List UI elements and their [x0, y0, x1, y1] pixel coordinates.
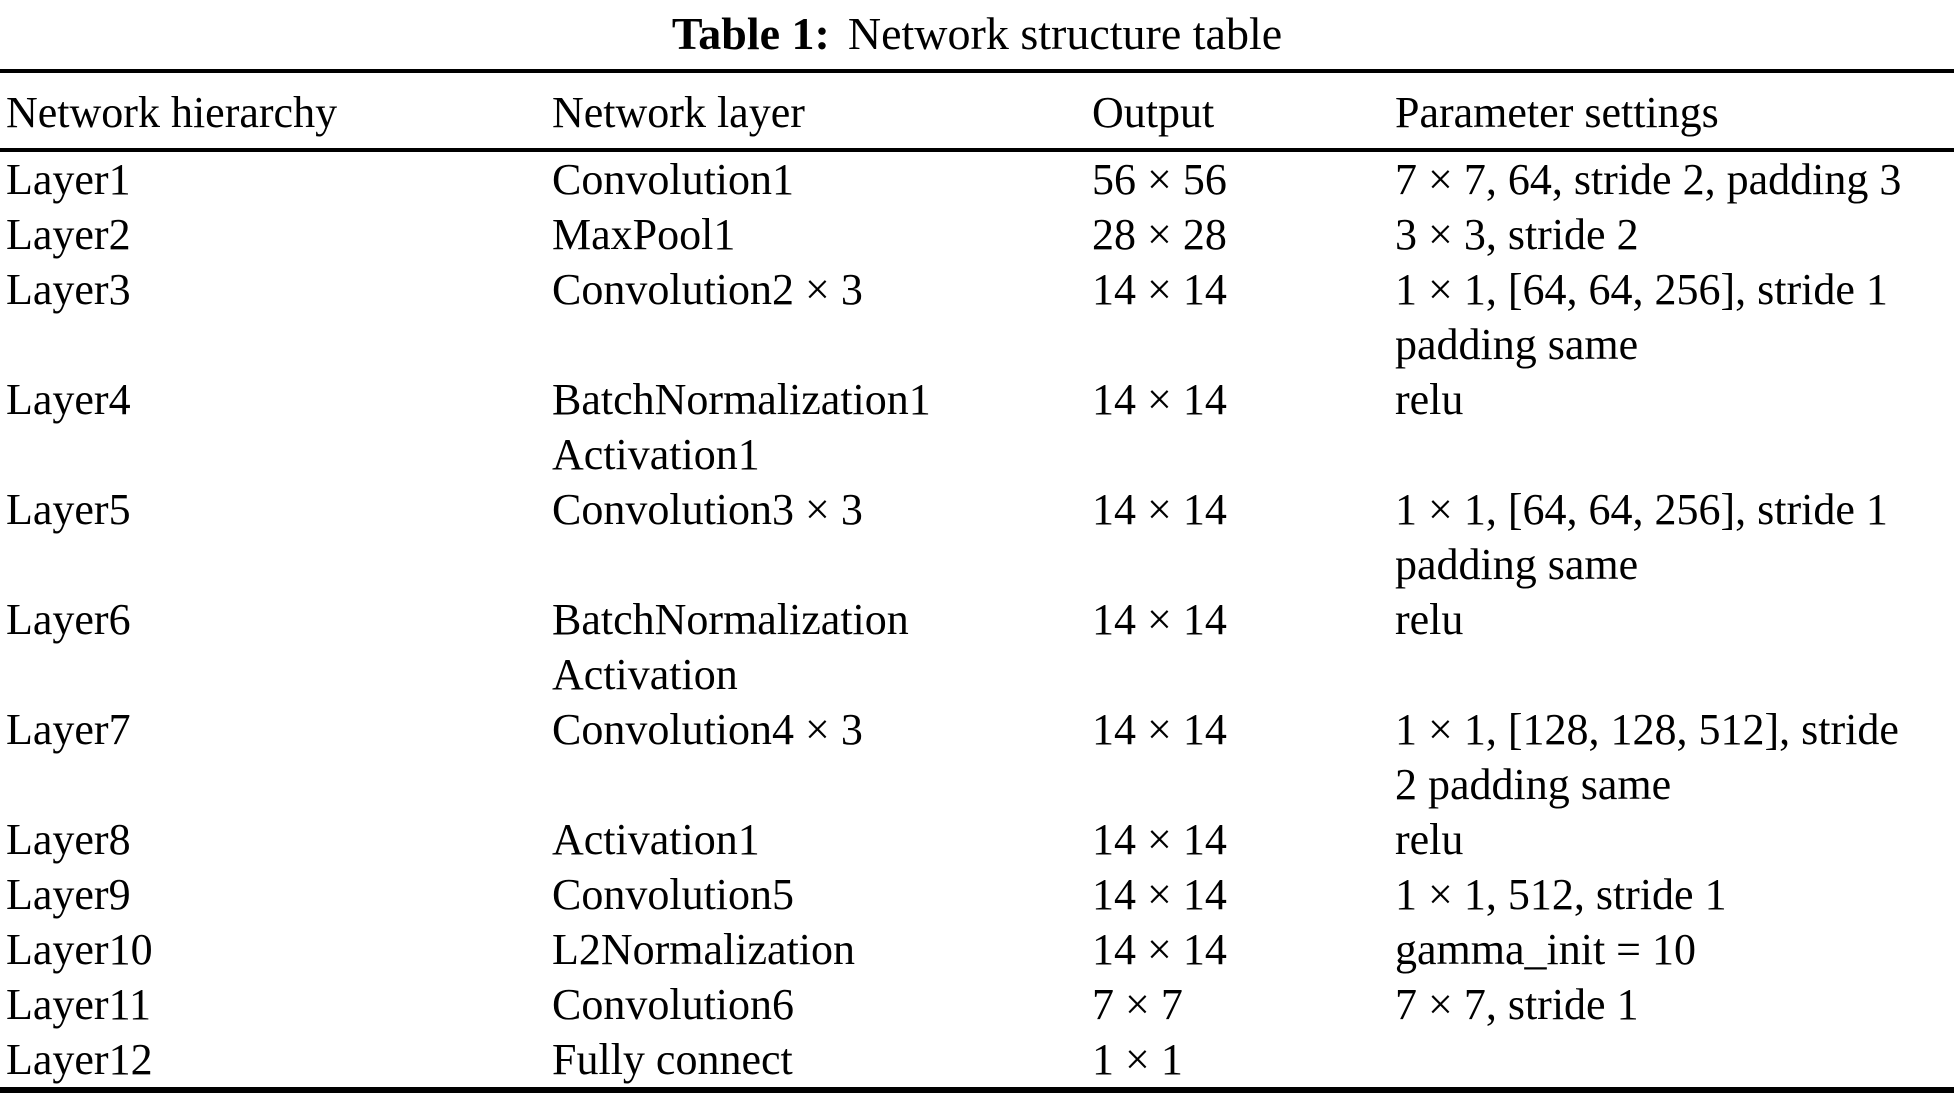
table-row: Layer9 Convolution5 14 × 14 1 × 1, 512, …: [0, 867, 1954, 922]
network-structure-table: Network hierarchy Network layer Output P…: [0, 69, 1954, 1093]
cell-network-layer: Convolution3 × 3: [552, 485, 863, 534]
table-caption: Table 1: Network structure table: [0, 0, 1954, 69]
cell-network-layer: L2Normalization: [552, 925, 856, 974]
cell-parameter-settings: 1 × 1, [128, 128, 512], stride 2 padding…: [1395, 705, 1899, 809]
cell-parameter-settings: 7 × 7, stride 1: [1395, 980, 1639, 1029]
cell-output: 14 × 14: [1092, 815, 1227, 864]
table-row: Layer10 L2Normalization 14 × 14 gamma_in…: [0, 922, 1954, 977]
cell-network-layer: Convolution6: [552, 980, 795, 1029]
column-header-parameter-settings: Parameter settings: [1389, 71, 1954, 152]
cell-network-hierarchy: Layer9: [6, 870, 131, 919]
header-row: Network hierarchy Network layer Output P…: [0, 71, 1954, 152]
table-row: Layer7 Convolution4 × 3 14 × 14 1 × 1, […: [0, 702, 1954, 812]
table-header: Network hierarchy Network layer Output P…: [0, 71, 1954, 152]
cell-parameter-settings: 1 × 1, [64, 64, 256], stride 1 padding s…: [1395, 485, 1888, 589]
column-header-output: Output: [1086, 71, 1389, 152]
table-row: Layer4 BatchNormalization1 Activation1 1…: [0, 372, 1954, 482]
cell-parameter-settings: [1389, 1032, 1954, 1090]
table-body: Layer1 Convolution1 56 × 56 7 × 7, 64, s…: [0, 150, 1954, 1090]
table-row: Layer3 Convolution2 × 3 14 × 14 1 × 1, […: [0, 262, 1954, 372]
cell-network-layer: BatchNormalization Activation: [552, 595, 909, 699]
table-row: Layer6 BatchNormalization Activation 14 …: [0, 592, 1954, 702]
cell-network-hierarchy: Layer6: [6, 595, 131, 644]
cell-parameter-settings: relu: [1395, 815, 1464, 864]
cell-output: 28 × 28: [1092, 210, 1227, 259]
table-caption-label: Table 1:: [671, 8, 830, 59]
cell-output: 7 × 7: [1092, 980, 1183, 1029]
cell-network-hierarchy: Layer10: [6, 925, 153, 974]
table-row: Layer5 Convolution3 × 3 14 × 14 1 × 1, […: [0, 482, 1954, 592]
cell-parameter-settings: 7 × 7, 64, stride 2, padding 3: [1395, 155, 1902, 204]
cell-network-hierarchy: Layer3: [6, 265, 131, 314]
cell-output: 1 × 1: [1092, 1035, 1183, 1084]
table-caption-title: Network structure table: [847, 8, 1283, 59]
cell-network-hierarchy: Layer11: [6, 980, 151, 1029]
cell-network-layer: Convolution2 × 3: [552, 265, 863, 314]
cell-parameter-settings: gamma_init = 10: [1395, 925, 1696, 974]
cell-parameter-settings: 1 × 1, [64, 64, 256], stride 1 padding s…: [1395, 265, 1888, 369]
cell-network-layer: Fully connect: [552, 1035, 793, 1084]
cell-network-hierarchy: Layer4: [6, 375, 131, 424]
cell-network-layer: Convolution1: [552, 155, 795, 204]
cell-output: 14 × 14: [1092, 925, 1227, 974]
cell-network-layer: MaxPool1: [552, 210, 736, 259]
cell-output: 14 × 14: [1092, 485, 1227, 534]
table-row: Layer1 Convolution1 56 × 56 7 × 7, 64, s…: [0, 150, 1954, 207]
table-row: Layer2 MaxPool1 28 × 28 3 × 3, stride 2: [0, 207, 1954, 262]
cell-output: 56 × 56: [1092, 155, 1227, 204]
cell-network-hierarchy: Layer7: [6, 705, 131, 754]
cell-network-layer: Convolution5: [552, 870, 795, 919]
cell-output: 14 × 14: [1092, 265, 1227, 314]
cell-parameter-settings: relu: [1395, 595, 1464, 644]
cell-network-hierarchy: Layer12: [6, 1035, 153, 1084]
cell-network-hierarchy: Layer2: [6, 210, 131, 259]
cell-network-hierarchy: Layer1: [6, 155, 131, 204]
table-row: Layer8 Activation1 14 × 14 relu: [0, 812, 1954, 867]
cell-network-layer: Activation1: [552, 815, 760, 864]
cell-network-hierarchy: Layer5: [6, 485, 131, 534]
table-row: Layer12 Fully connect 1 × 1: [0, 1032, 1954, 1090]
cell-parameter-settings: 3 × 3, stride 2: [1395, 210, 1639, 259]
table-row: Layer11 Convolution6 7 × 7 7 × 7, stride…: [0, 977, 1954, 1032]
cell-network-layer: BatchNormalization1 Activation1: [552, 375, 931, 479]
cell-output: 14 × 14: [1092, 705, 1227, 754]
cell-parameter-settings: 1 × 1, 512, stride 1: [1395, 870, 1727, 919]
column-header-network-layer: Network layer: [546, 71, 1086, 152]
cell-output: 14 × 14: [1092, 595, 1227, 644]
cell-output: 14 × 14: [1092, 375, 1227, 424]
cell-network-hierarchy: Layer8: [6, 815, 131, 864]
column-header-network-hierarchy: Network hierarchy: [0, 71, 546, 152]
cell-network-layer: Convolution4 × 3: [552, 705, 863, 754]
cell-parameter-settings: relu: [1395, 375, 1464, 424]
cell-output: 14 × 14: [1092, 870, 1227, 919]
